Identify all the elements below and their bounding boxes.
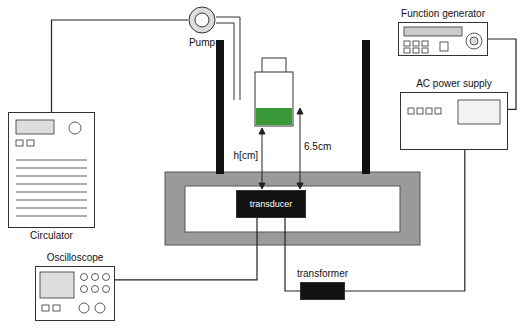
transformer: transformer bbox=[300, 282, 345, 300]
tank-wall bbox=[216, 40, 224, 174]
knob bbox=[69, 122, 81, 134]
vent-line bbox=[16, 184, 87, 185]
button bbox=[42, 305, 49, 311]
button bbox=[27, 140, 34, 146]
button bbox=[422, 41, 428, 46]
function-generator: Function generator bbox=[398, 22, 488, 56]
knob bbox=[79, 303, 89, 313]
vial-body bbox=[255, 72, 293, 126]
circulator-label: Circulator bbox=[30, 230, 73, 242]
knob bbox=[92, 274, 99, 281]
knob bbox=[95, 303, 105, 313]
oscilloscope-label: Oscilloscope bbox=[47, 252, 104, 264]
knob bbox=[466, 33, 482, 49]
transducer: transducer bbox=[236, 190, 306, 218]
pump-rotor bbox=[195, 13, 209, 27]
housing-cavity bbox=[185, 186, 400, 232]
button bbox=[440, 42, 448, 51]
screen bbox=[458, 100, 500, 124]
function-generator-details bbox=[404, 27, 482, 53]
transformer-label: transformer bbox=[297, 268, 348, 280]
pump: Pump bbox=[188, 6, 216, 34]
circulator-details bbox=[16, 120, 87, 216]
signal-wire bbox=[115, 218, 257, 280]
dimension-line bbox=[300, 110, 301, 187]
vent-line bbox=[16, 208, 87, 209]
button bbox=[422, 48, 428, 53]
function-generator-label: Function generator bbox=[401, 8, 485, 20]
button bbox=[413, 41, 419, 46]
button bbox=[417, 108, 423, 114]
coolant-tube bbox=[216, 17, 240, 100]
knob bbox=[103, 286, 110, 293]
knob bbox=[81, 286, 88, 293]
oscilloscope: Oscilloscope bbox=[35, 266, 115, 321]
button bbox=[404, 48, 410, 53]
vial-liquid bbox=[256, 108, 292, 125]
button bbox=[408, 108, 414, 114]
dimension-line bbox=[262, 130, 263, 187]
signal-wire bbox=[488, 39, 516, 109]
button bbox=[435, 108, 441, 114]
ac-power-supply-label: AC power supply bbox=[416, 78, 492, 90]
dimension-label: h[cm] bbox=[234, 150, 258, 162]
signal-wire bbox=[52, 20, 189, 112]
vent-line bbox=[16, 200, 87, 201]
display bbox=[16, 120, 54, 134]
button bbox=[53, 305, 60, 311]
sample-vial bbox=[255, 58, 293, 126]
knob bbox=[470, 37, 478, 45]
transducer-label: transducer bbox=[250, 199, 293, 210]
bath-housing bbox=[165, 172, 420, 245]
vent-line bbox=[16, 176, 87, 177]
ultrasonic-bath bbox=[165, 40, 420, 245]
dimension-label: 6.5cm bbox=[304, 141, 331, 153]
button bbox=[404, 41, 410, 46]
screen bbox=[40, 272, 74, 298]
button bbox=[426, 108, 432, 114]
arrow-head bbox=[297, 108, 303, 114]
arrow-head bbox=[259, 183, 265, 189]
circulator: Circulator bbox=[8, 112, 95, 228]
dimension-arrows bbox=[259, 108, 303, 189]
knob bbox=[103, 274, 110, 281]
arrow-head bbox=[259, 128, 265, 134]
ac-power-supply: AC power supply bbox=[400, 92, 508, 150]
vent-line bbox=[16, 168, 87, 169]
pump-body bbox=[189, 7, 215, 33]
pump-label: Pump bbox=[189, 37, 215, 49]
vent-line bbox=[16, 216, 87, 217]
vent-line bbox=[16, 192, 87, 193]
signal-wire bbox=[285, 218, 300, 291]
knob bbox=[81, 274, 88, 281]
knob bbox=[92, 286, 99, 293]
display bbox=[404, 27, 462, 36]
oscilloscope-details bbox=[40, 272, 110, 313]
pump-symbol bbox=[188, 6, 216, 34]
power-supply-details bbox=[408, 100, 500, 124]
arrow-head bbox=[297, 183, 303, 189]
signal-wire bbox=[345, 150, 465, 291]
button bbox=[16, 140, 23, 146]
tube-line bbox=[216, 17, 240, 100]
tube-line bbox=[216, 23, 234, 100]
button bbox=[413, 48, 419, 53]
vent-line bbox=[16, 160, 87, 161]
tank-wall bbox=[362, 40, 370, 174]
